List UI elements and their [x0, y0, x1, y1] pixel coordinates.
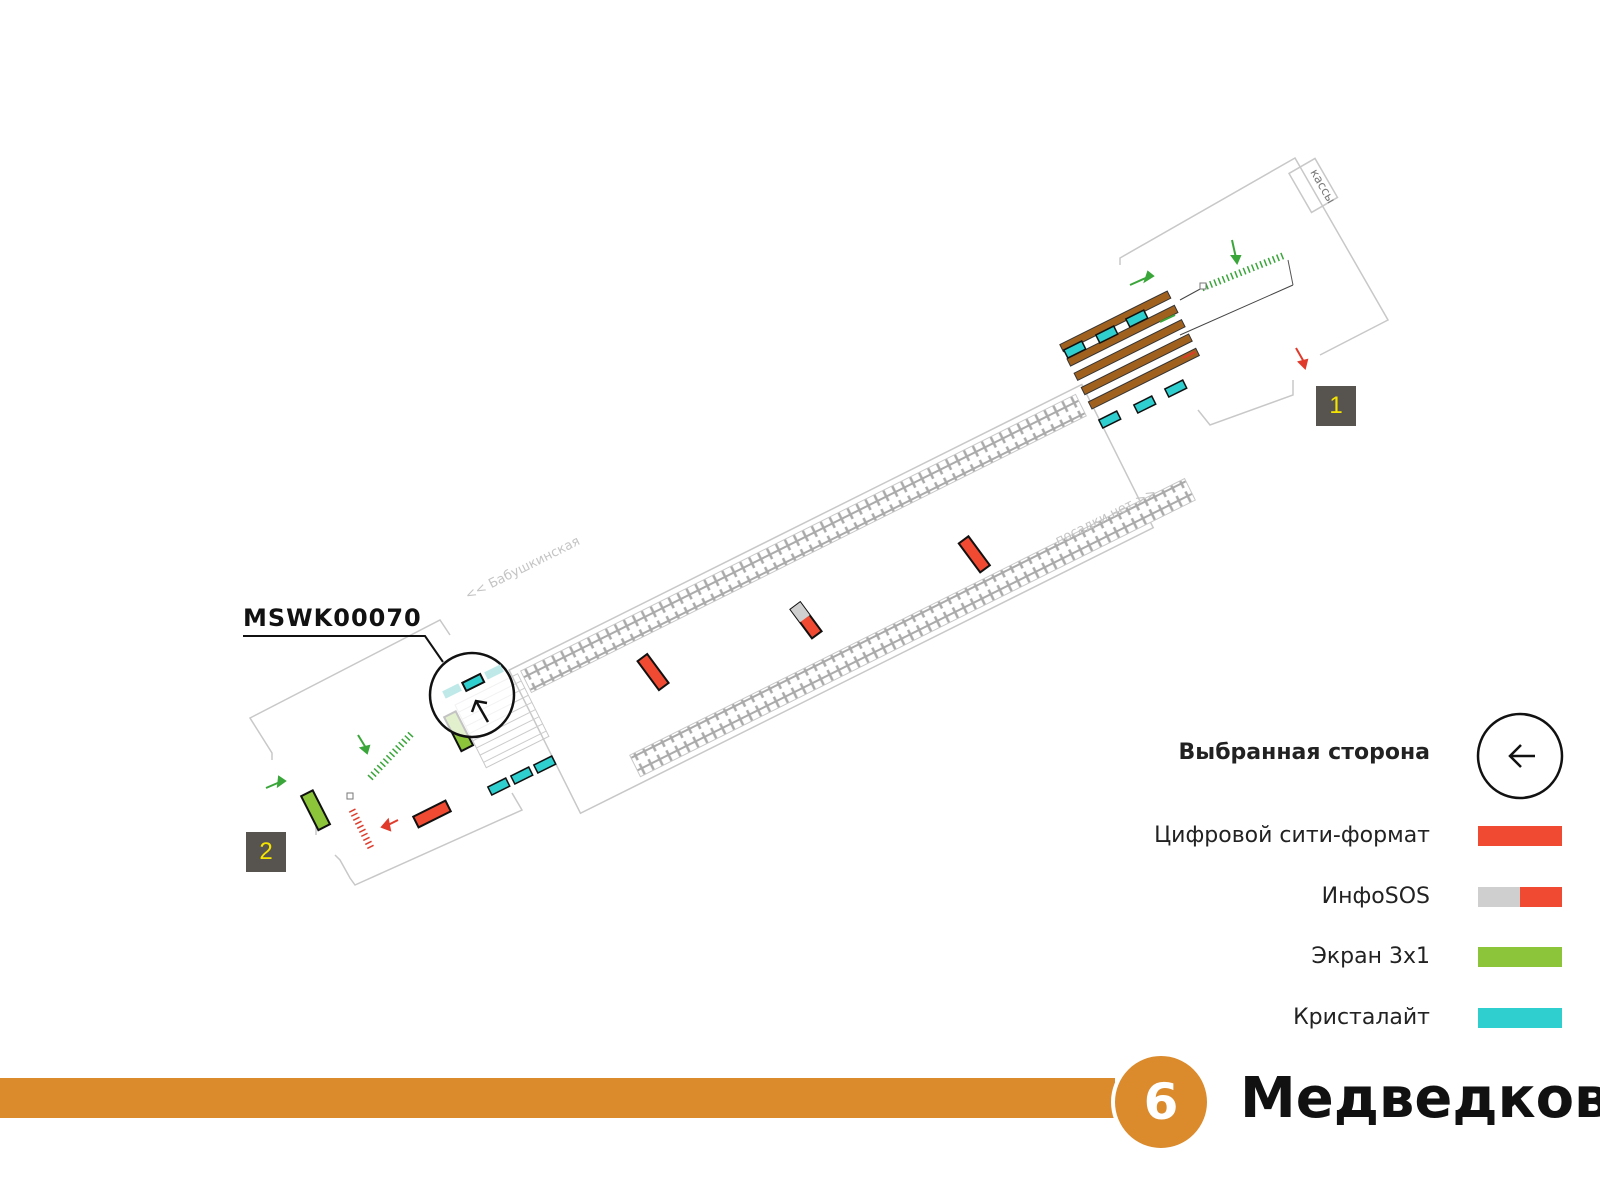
arrow-out-icon [1182, 347, 1309, 370]
legend-label-infosos: ИнфоSOS [1321, 884, 1430, 909]
turnstiles-left-green [367, 729, 416, 781]
selected-location-marker [428, 651, 516, 739]
direction-label-left: << Бабушкинская [463, 534, 582, 604]
screen-3x1-marker [299, 789, 332, 832]
legend-swatch-screen-3x1 [1478, 947, 1562, 967]
track-lower [629, 477, 1196, 778]
platform-outline [508, 383, 1155, 815]
legend-title: Выбранная сторона [1178, 740, 1430, 765]
validator-right [1199, 282, 1207, 290]
turnstiles-left-red [348, 808, 376, 852]
leader-line [243, 635, 444, 663]
legend-label-digital-city-format: Цифровой сити-формат [1154, 823, 1430, 848]
legend-swatch-infosos [1478, 887, 1562, 907]
legend-label-crystalight: Кристалайт [1293, 1005, 1430, 1030]
infosos-grey-part [790, 602, 810, 623]
legend-swatch-crystalight [1478, 1008, 1562, 1028]
legend-swatch-digital-city-format [1478, 826, 1562, 846]
digital-city-format-marker [636, 652, 671, 692]
turnstiles-right [1200, 251, 1287, 292]
digital-city-format-marker [411, 799, 453, 829]
vestibule-right [1119, 156, 1390, 426]
station-name: Медведково [1240, 1066, 1600, 1131]
digital-city-format-marker [957, 534, 992, 574]
metro-line-bar [0, 1078, 1115, 1118]
validator-left [346, 792, 354, 800]
exit-1-badge: 1 [1316, 386, 1356, 426]
line-number-badge: 6 [1111, 1052, 1211, 1152]
crystalight-markers-right [1062, 309, 1188, 430]
direction-arrow-icon [470, 699, 490, 723]
passage-line-right [1287, 259, 1294, 286]
crystalight-markers-left [486, 755, 557, 797]
arrow-in-icon [265, 734, 371, 789]
legend-label-screen-3x1: Экран 3x1 [1311, 944, 1431, 969]
selected-code-label: MSWK00070 [243, 604, 422, 632]
arrow-in-icon [1129, 239, 1242, 323]
stairs-right [1059, 290, 1201, 410]
track-upper [520, 393, 1087, 694]
selected-side-icon [1476, 712, 1564, 800]
arrow-out-icon [380, 817, 399, 832]
exit-2-badge: 2 [246, 832, 286, 872]
